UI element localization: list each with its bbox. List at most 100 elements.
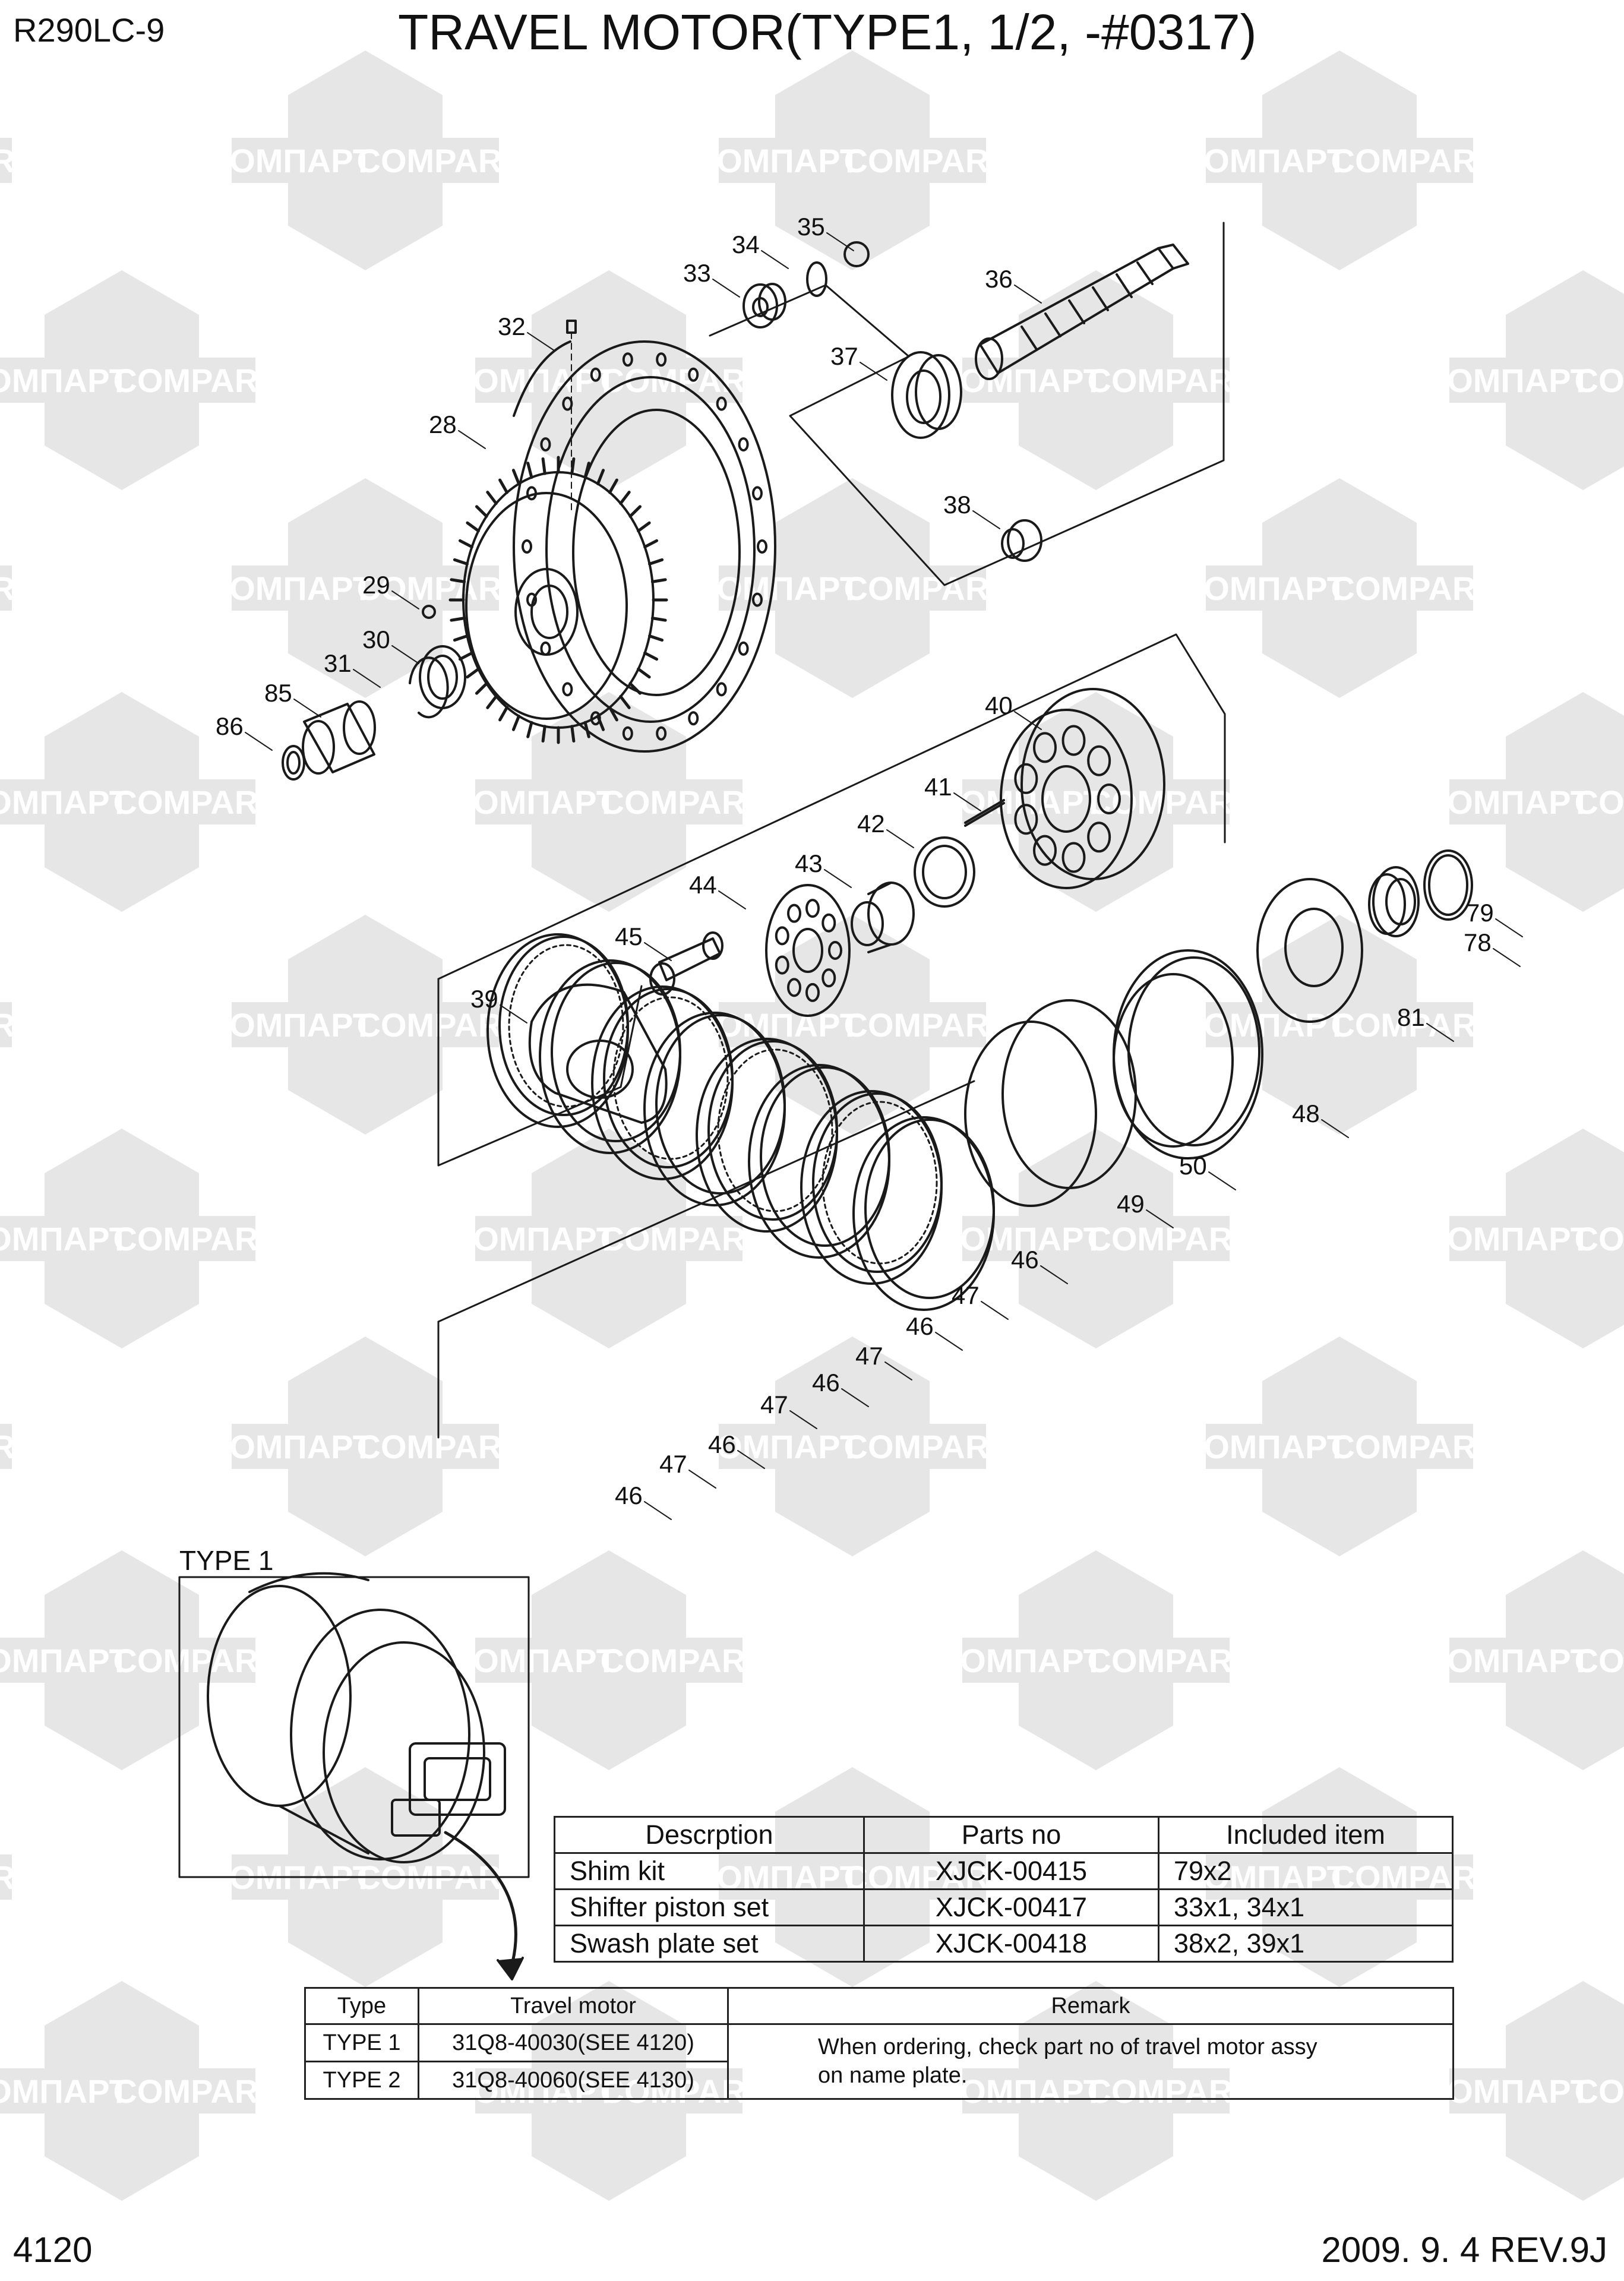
gear-tooth — [619, 694, 631, 709]
page-number: 4120 — [13, 2230, 93, 2270]
part-callout: 47 — [952, 1281, 980, 1309]
part-callout: 33 — [683, 259, 711, 287]
watermark-text: COMPART — [1575, 1642, 1624, 1679]
leader-lines — [245, 232, 1523, 1520]
kit-included-item: 33x1, 34x1 — [1158, 1888, 1454, 1926]
screw-29 — [422, 605, 436, 619]
gear-tooth — [583, 721, 590, 738]
washer-42 — [914, 836, 975, 908]
gear-tooth — [453, 558, 469, 565]
leader-line — [1493, 948, 1521, 967]
watermark-text: COMPART — [844, 1006, 1010, 1044]
piston-bore — [1033, 835, 1057, 866]
disc-inner — [812, 1092, 943, 1273]
bolt-hole — [622, 352, 633, 367]
bolt-hole — [656, 352, 667, 367]
disc-inner — [551, 962, 681, 1142]
disc-inner — [707, 1040, 838, 1221]
shaft-36 — [975, 244, 1189, 380]
seal-30 — [419, 645, 466, 709]
plate-hole — [822, 913, 836, 933]
watermark-text: COMPART — [357, 142, 523, 179]
piston-33 — [743, 283, 786, 328]
watermark-text: КОМПАРТ — [940, 362, 1104, 399]
watermark-text: COMPART — [113, 1220, 279, 1258]
part-callout: 47 — [855, 1342, 883, 1370]
pin-38 — [1001, 519, 1042, 562]
part-callout: 86 — [216, 712, 244, 740]
leader-line — [737, 1450, 765, 1469]
part-callout: 46 — [812, 1369, 840, 1397]
gear-tooth — [628, 682, 642, 695]
watermark-text: КОМПАРТ — [0, 1220, 129, 1258]
group-frame-lower — [437, 1080, 975, 1323]
type1-motor-illustration — [207, 1572, 506, 1863]
bolt-hole — [688, 711, 699, 726]
disc-inner — [498, 936, 629, 1116]
piston-bore — [1087, 745, 1111, 776]
bolt-hole — [688, 367, 699, 382]
watermark-text: COMPART — [0, 1428, 35, 1465]
gear-tooth — [643, 539, 659, 549]
bolt-hole — [540, 641, 551, 656]
leader-line — [1321, 1119, 1349, 1138]
watermark-text: COMPART — [113, 2073, 279, 2110]
watermark-text: КОМПАРТ — [453, 1220, 617, 1258]
part-callout: 35 — [797, 213, 825, 241]
snap-ring-31 — [409, 656, 449, 719]
bolt-hole — [751, 486, 763, 501]
bolt-hole — [526, 592, 538, 607]
part-callout: 81 — [1397, 1003, 1425, 1031]
leader-line — [972, 510, 1000, 529]
part-callout: 46 — [708, 1430, 736, 1458]
part-callout: 43 — [795, 849, 823, 877]
leader-line — [1426, 1023, 1454, 1042]
watermark-text: КОМПАРТ — [0, 1642, 129, 1679]
disc-inner — [760, 1066, 890, 1247]
table-row: Shifter piston set XJCK-00417 33x1, 34x1 — [554, 1888, 1454, 1926]
piston-bore — [1097, 783, 1121, 814]
watermark-text: COMPART — [1088, 362, 1253, 399]
part-callout: 29 — [362, 571, 390, 599]
pointer-arrow — [444, 1831, 517, 1971]
part-callout: 36 — [985, 265, 1013, 293]
ring-86 — [282, 745, 305, 781]
disc-teeth — [508, 944, 624, 1108]
part-callout: 46 — [1011, 1246, 1039, 1274]
pointer-arrow-head — [497, 1957, 524, 1980]
gear-tooth — [475, 682, 488, 695]
gear-tooth — [511, 715, 521, 731]
part-callout: 40 — [985, 691, 1013, 719]
gear-tooth — [596, 715, 605, 731]
gear-tooth — [466, 521, 480, 533]
kit-included-item: 38x2, 39x1 — [1158, 1925, 1454, 1963]
watermark-text: COMPART — [844, 142, 1010, 179]
leader-line — [245, 732, 273, 751]
type1-label: TYPE 1 — [179, 1545, 274, 1576]
bearing-78 — [1368, 866, 1420, 937]
leader-line — [1014, 711, 1042, 730]
ball-35 — [843, 241, 870, 267]
gear-tooth — [458, 651, 473, 661]
kit-description: Shifter piston set — [554, 1888, 865, 1926]
o-ring-49 — [964, 1021, 1097, 1207]
kit-description: Swash plate set — [554, 1925, 865, 1963]
watermark-text: COMPART — [1331, 142, 1497, 179]
leader-line — [860, 362, 887, 381]
leader-line — [500, 1004, 527, 1023]
watermark-text: COMPART — [113, 783, 279, 821]
gear-tooth — [466, 667, 480, 679]
